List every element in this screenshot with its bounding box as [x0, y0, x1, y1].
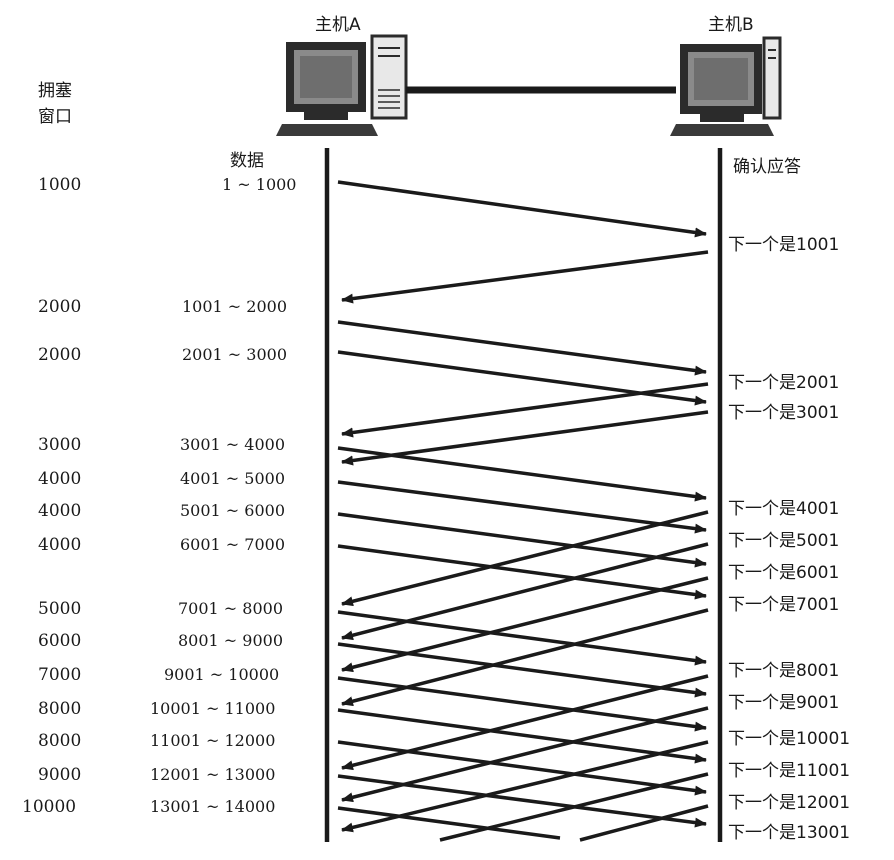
- ack-arrow: [341, 510, 709, 607]
- cwnd-value: 2000: [38, 297, 81, 317]
- data-arrows: [337, 180, 707, 840]
- ack-label: 下一个是10001: [728, 729, 850, 749]
- cwnd-value: 2000: [38, 345, 81, 365]
- data-range: 6001 ~ 7000: [180, 535, 285, 554]
- ack-labels: 下一个是1001 下一个是2001 下一个是3001 下一个是4001 下一个是…: [728, 235, 850, 843]
- ack-label: 下一个是7001: [728, 595, 839, 615]
- cwnd-label-line2: 窗口: [38, 107, 72, 127]
- cwnd-value: 1000: [38, 175, 81, 195]
- data-range: 13001 ~ 14000: [150, 797, 275, 816]
- data-range: 11001 ~ 12000: [150, 731, 275, 750]
- ack-arrow-partial: [439, 772, 709, 842]
- cwnd-value: 4000: [38, 469, 81, 489]
- ack-arrow: [341, 608, 709, 707]
- cwnd-value: 10000: [22, 797, 76, 817]
- ack-label: 下一个是13001: [728, 823, 850, 843]
- ack-arrow: [341, 542, 709, 641]
- data-range: 3001 ~ 4000: [180, 435, 285, 454]
- data-range: 4001 ~ 5000: [180, 469, 285, 488]
- ack-label: 下一个是12001: [728, 793, 850, 813]
- cwnd-value: 8000: [38, 699, 81, 719]
- host-b-label: 主机B: [708, 15, 754, 35]
- data-arrow: [337, 350, 707, 406]
- data-arrow: [337, 676, 707, 732]
- ack-label: 下一个是2001: [728, 373, 839, 393]
- ack-label: 下一个是5001: [728, 531, 839, 551]
- host-a-computer-icon: [276, 34, 408, 136]
- ack-arrow-partial: [579, 804, 709, 842]
- data-range: 9001 ~ 10000: [164, 665, 279, 684]
- ack-arrow: [341, 410, 709, 466]
- ack-arrow: [341, 382, 709, 438]
- data-arrow: [337, 642, 707, 698]
- data-range: 2001 ~ 3000: [182, 345, 287, 364]
- data-arrow: [337, 708, 707, 764]
- data-header: 数据: [230, 151, 264, 171]
- data-range: 1 ~ 1000: [222, 175, 296, 194]
- cwnd-value: 4000: [38, 535, 81, 555]
- cwnd-value: 5000: [38, 599, 81, 619]
- host-b-computer-icon: [670, 36, 782, 136]
- data-arrow: [337, 446, 707, 502]
- ack-arrow: [341, 740, 709, 833]
- sender-rows: 1000 1 ~ 1000 2000 1001 ~ 2000 2000 2001…: [22, 175, 296, 817]
- data-arrow: [337, 544, 707, 600]
- data-range: 5001 ~ 6000: [180, 501, 285, 520]
- ack-label: 下一个是1001: [728, 235, 839, 255]
- cwnd-value: 8000: [38, 731, 81, 751]
- ack-label: 下一个是6001: [728, 563, 839, 583]
- data-range: 12001 ~ 13000: [150, 765, 275, 784]
- data-range: 8001 ~ 9000: [178, 631, 283, 650]
- ack-label: 下一个是11001: [728, 761, 850, 781]
- host-a-label: 主机A: [315, 15, 361, 35]
- data-arrow: [337, 320, 707, 376]
- data-arrow: [337, 610, 707, 666]
- ack-arrow: [341, 674, 709, 771]
- ack-arrow: [341, 250, 709, 304]
- data-arrow-partial: [337, 806, 561, 840]
- cwnd-value: 7000: [38, 665, 81, 685]
- data-arrow: [337, 512, 707, 568]
- ack-label: 下一个是8001: [728, 661, 839, 681]
- cwnd-value: 9000: [38, 765, 81, 785]
- ack-label: 下一个是4001: [728, 499, 839, 519]
- ack-header: 确认应答: [733, 157, 801, 177]
- data-range: 1001 ~ 2000: [182, 297, 287, 316]
- ack-arrows: [341, 250, 709, 842]
- ack-label: 下一个是9001: [728, 693, 839, 713]
- data-arrow: [337, 740, 707, 796]
- data-range: 10001 ~ 11000: [150, 699, 275, 718]
- data-arrow: [337, 480, 707, 534]
- cwnd-value: 6000: [38, 631, 81, 651]
- cwnd-label-line1: 拥塞: [38, 81, 72, 101]
- cwnd-value: 4000: [38, 501, 81, 521]
- ack-arrow: [341, 706, 709, 803]
- ack-label: 下一个是3001: [728, 403, 839, 423]
- data-range: 7001 ~ 8000: [178, 599, 283, 618]
- ack-arrow: [341, 576, 709, 673]
- data-arrow: [337, 180, 707, 238]
- cwnd-value: 3000: [38, 435, 81, 455]
